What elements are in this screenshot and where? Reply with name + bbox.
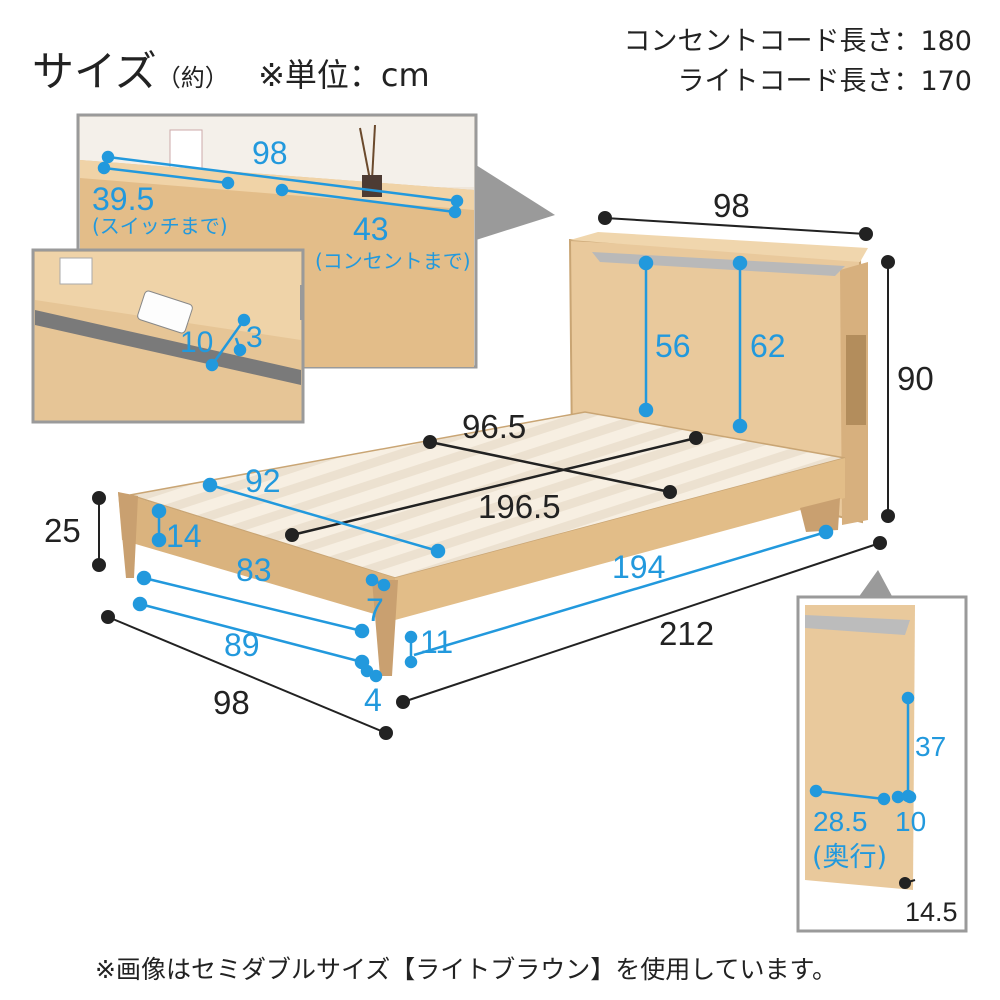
foot-rail xyxy=(118,492,395,620)
dim-frame-height: 25 xyxy=(44,512,81,549)
dim-bed-length: 212 xyxy=(659,615,714,652)
size-title: サイズ（約） ※単位：cm xyxy=(32,48,430,102)
blue-dimension-lines xyxy=(97,150,917,806)
inset-pointer-phone xyxy=(300,285,303,320)
inset-switch-note: (スイッチまで) xyxy=(92,214,228,238)
dim-83: 83 xyxy=(236,552,272,588)
inset-side-height: 37 xyxy=(915,731,946,762)
black-dimension-lines xyxy=(92,211,916,889)
inset-side-shelf: 10 xyxy=(895,806,926,837)
headboard-shelf xyxy=(846,335,866,425)
dim-headboard-height: 90 xyxy=(897,360,934,397)
leg-back-right xyxy=(800,498,840,532)
dim-slat-width: 96.5 xyxy=(462,408,526,445)
light-cord-length: ライトコード長さ：170 xyxy=(677,66,972,97)
inset-switch-dist: 39.5 xyxy=(92,181,154,217)
dim-slat-length: 196.5 xyxy=(478,488,561,525)
headboard-light xyxy=(592,252,845,276)
dim-side-base: 14.5 xyxy=(905,897,958,927)
outlet-cord-length: コンセントコード長さ：180 xyxy=(623,26,972,57)
inset-outlet-note: (コンセントまで) xyxy=(315,249,471,273)
dim-56: 56 xyxy=(655,328,691,364)
dim-14: 14 xyxy=(166,518,202,554)
inset-side-depth: 28.5 xyxy=(813,806,868,837)
dim-11: 11 xyxy=(420,624,453,660)
inset-outlet-dist: 43 xyxy=(353,211,389,247)
inset-side-depth-note: (奥行) xyxy=(812,842,887,873)
footnote: ※画像はセミダブルサイズ【ライトブラウン】を使用しています。 xyxy=(95,955,837,984)
inset-pointer-top xyxy=(476,165,555,240)
title-main: サイズ xyxy=(32,47,157,96)
title-approx: （約） xyxy=(156,64,229,92)
side-rail-near xyxy=(395,458,845,620)
dim-headboard-width: 98 xyxy=(713,187,750,224)
dim-62: 62 xyxy=(750,328,786,364)
headboard-top xyxy=(570,232,868,262)
leg-front-left xyxy=(118,492,138,578)
dim-194: 194 xyxy=(612,549,665,585)
dim-bed-width: 98 xyxy=(213,684,250,721)
inset-slot-depth: 3 xyxy=(246,321,263,354)
inset-top-width: 98 xyxy=(252,135,288,171)
inset-side-view xyxy=(796,570,968,933)
leg-front-right xyxy=(372,580,398,676)
dim-4: 4 xyxy=(364,682,382,718)
dim-7: 7 xyxy=(366,592,384,628)
dim-89: 89 xyxy=(224,627,260,663)
inset-pointer-side xyxy=(858,570,893,598)
inset-slot-width: 10 xyxy=(180,326,213,359)
dim-92: 92 xyxy=(245,463,281,499)
unit-label: ※単位：cm xyxy=(258,56,430,94)
inset-phone xyxy=(31,248,305,424)
cord-lengths: コンセントコード長さ：180 ライトコード長さ：170 xyxy=(623,22,972,102)
